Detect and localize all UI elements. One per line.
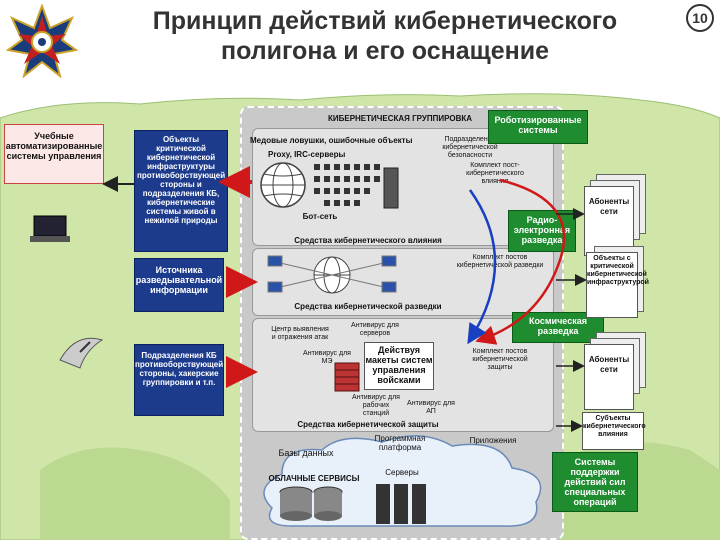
antivirus-endpoints-label: Антивирус для серверов: [351, 322, 399, 337]
software-platform-label: Программная платформа: [374, 434, 426, 452]
globe-icon: [260, 162, 306, 208]
action-models-box: Действуя макеты систем управления войска…: [364, 342, 434, 390]
server-rack-icon: [376, 484, 426, 524]
radio-recon-box: Радио-электронная разведка: [508, 210, 576, 252]
databases-label: Базы данных: [278, 448, 334, 458]
page-number: 10: [686, 4, 714, 32]
recon-complex-label: Комплект постов кибернетической разведки: [456, 254, 544, 269]
antivirus-ws-label: Антивирус для рабочих станций: [352, 394, 400, 417]
cyber-security-unit-label: Подразделение кибернетической безопаснос…: [442, 136, 498, 159]
recon-means-label: Средства кибернетической разведки: [294, 302, 442, 311]
page-title: Принцип действий кибернетического полиго…: [90, 6, 680, 66]
subscribers2-box: Абоненты сети: [584, 344, 634, 410]
subscribers1-box: Абоненты сети: [584, 186, 634, 256]
influence-complex-label: Комплект пост-кибернетического влияния: [466, 162, 524, 185]
honeypots-label: Медовые ловушки, ошибочные объекты: [250, 136, 413, 145]
botnet-label: Бот-сеть: [302, 212, 338, 221]
satellite-dish-icon: [59, 337, 104, 369]
proxy-label: Proxy, IRC-серверы: [268, 150, 346, 159]
title-line-2: полигона и его оснащение: [220, 37, 550, 65]
critical-objects-box: Объекты с критической кибернетической ин…: [586, 252, 649, 318]
emblem-icon: [6, 4, 78, 78]
network-globe-icon: [267, 255, 397, 294]
adversary-units-box: Подразделения КБ противоборствующей стор…: [134, 344, 224, 416]
robotic-systems-box: Роботизированные системы: [488, 110, 588, 144]
training-acs-box: Учебные автоматизированные системы управ…: [4, 124, 104, 184]
infrastructure-box: Объекты критической кибернетической инфр…: [134, 130, 228, 252]
laptop-icon: [30, 215, 70, 242]
title-line-1: Принцип действий кибернетического: [152, 7, 618, 35]
antivirus-ap-label: Антивирус для АП: [407, 400, 455, 415]
monitoring-center-label: Центр выявления и отражения атак: [271, 326, 329, 341]
intel-sources-box: Источника разведывательной информации: [134, 258, 224, 312]
so-systems-box: Системы поддержки действий сил специальн…: [552, 452, 638, 512]
cloud-services-label: ОБЛАЧНЫЕ СЕРВИСЫ: [268, 474, 360, 483]
applications-label: Приложения: [469, 436, 517, 445]
cyber-group-header: КИБЕРНЕТИЧЕСКАЯ ГРУППИРОВКА: [327, 114, 473, 123]
database-icon: [279, 486, 343, 521]
servers-label: Серверы: [385, 468, 419, 477]
support-subjects-box: Субъекты кибернетического влияния: [582, 412, 646, 450]
influence-means-label: Средства кибернетического влияния: [294, 236, 442, 245]
firewall-icon: [334, 362, 360, 392]
antivirus-mail-label: Антивирус для МЭ: [303, 350, 351, 365]
defense-complex-label: Комплект постов кибернетической защиты: [472, 348, 528, 371]
defense-means-label: Средства кибернетической защиты: [297, 420, 439, 429]
server-grid-icon: [314, 164, 399, 209]
